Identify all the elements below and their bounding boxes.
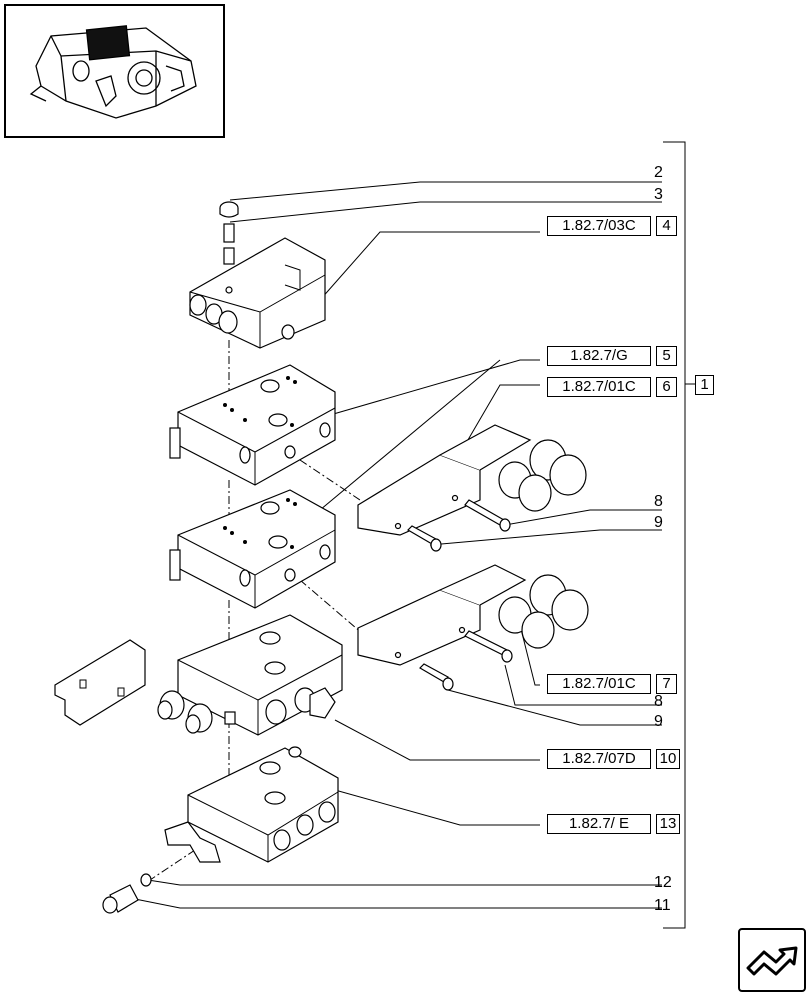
reference-number-13: 13 [656, 814, 680, 834]
callout-9-lower: 9 [654, 713, 663, 730]
valve-assembly-thumbnail-icon [29, 25, 197, 119]
callout-12: 12 [654, 874, 672, 891]
plug-part-11 [102, 884, 139, 914]
callout-11: 11 [654, 897, 671, 914]
reference-number-7: 7 [656, 674, 677, 694]
callout-3: 3 [654, 186, 663, 203]
top-cover-block-4 [189, 237, 326, 349]
callout-8-upper: 8 [654, 493, 663, 510]
reference-label-5[interactable]: 1.82.7/G [547, 346, 651, 366]
reference-label-13[interactable]: 1.82.7/ E [547, 814, 651, 834]
reference-number-10: 10 [656, 749, 680, 769]
reference-number-4: 4 [656, 216, 677, 236]
side-plate [54, 639, 146, 726]
bolt-8-lower [464, 630, 513, 663]
coupler-bracket-6 [357, 424, 587, 536]
valve-section-10 [157, 614, 343, 736]
valve-section-5 [169, 364, 336, 486]
next-page-arrow-icon [746, 946, 798, 976]
reference-label-6[interactable]: 1.82.7/01C [547, 377, 651, 397]
nut-part-2 [219, 201, 239, 218]
bolt-9-upper [407, 525, 442, 552]
valve-section-13 [164, 746, 339, 863]
callout-2: 2 [654, 164, 663, 181]
reference-number-6: 6 [656, 377, 677, 397]
leader-lines [129, 181, 662, 909]
callout-9-upper: 9 [654, 514, 663, 531]
group-bracket [663, 141, 686, 929]
bolt-8-upper [464, 499, 511, 532]
group-number-1: 1 [695, 375, 714, 395]
reference-label-7[interactable]: 1.82.7/01C [547, 674, 651, 694]
callout-8-lower: 8 [654, 693, 663, 710]
o-ring-part-12 [140, 873, 152, 887]
next-page-button[interactable] [738, 928, 806, 992]
valve-section-5-lower [169, 489, 336, 609]
reference-label-10[interactable]: 1.82.7/07D [547, 749, 651, 769]
bolt-9-lower [419, 663, 454, 691]
coupler-bracket-7 [357, 564, 589, 666]
reference-number-5: 5 [656, 346, 677, 366]
assembly-thumbnail [4, 4, 225, 138]
reference-label-4[interactable]: 1.82.7/03C [547, 216, 651, 236]
stud-part-3 [223, 223, 235, 265]
